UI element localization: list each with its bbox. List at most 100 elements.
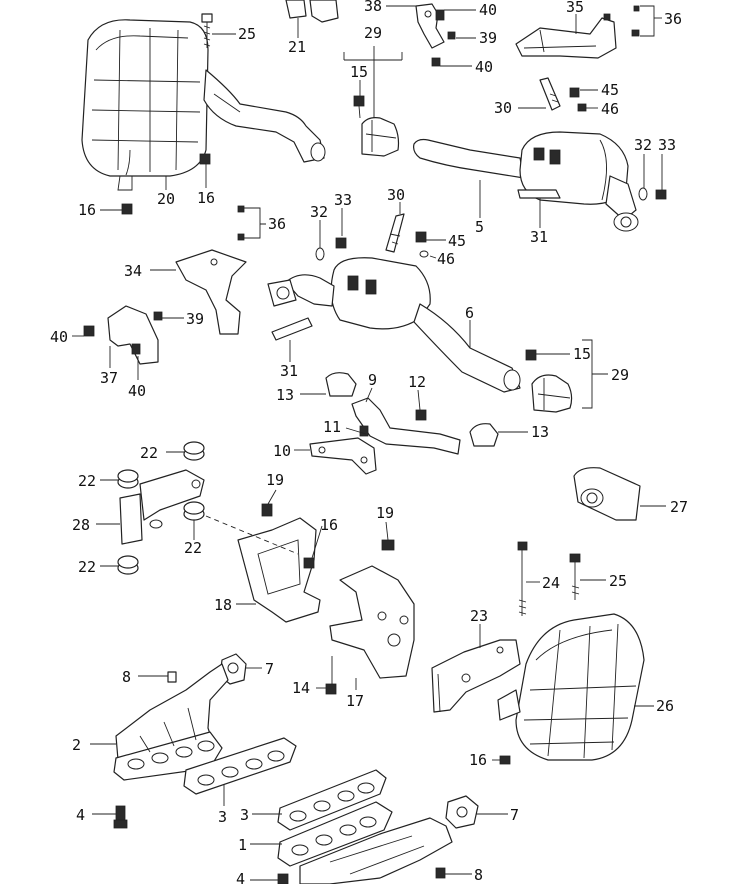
callout-33: 33 xyxy=(334,191,352,209)
callout-24: 24 xyxy=(542,574,560,592)
part-oxygen-sensor-30-lower xyxy=(385,213,429,258)
callout-20: 20 xyxy=(157,190,175,208)
callout-7: 7 xyxy=(265,660,274,678)
part-bolt-25-lower xyxy=(569,553,581,600)
part-stud-4-lower xyxy=(277,873,289,884)
callout-33: 33 xyxy=(658,136,676,154)
part-clamp-13-right xyxy=(469,423,499,447)
part-bracket-17 xyxy=(325,539,415,695)
callout-28: 28 xyxy=(72,516,90,534)
callout-35: 35 xyxy=(566,0,584,16)
assembly-line-22-18 xyxy=(205,515,299,555)
part-gasket-7-lower xyxy=(445,795,479,829)
callout-38: 38 xyxy=(364,0,382,15)
part-stud-4-upper xyxy=(113,805,128,829)
callout-4: 4 xyxy=(76,806,85,824)
callout-32: 32 xyxy=(634,136,652,154)
part-bracket-35 xyxy=(515,5,640,59)
part-gasket-3-lower xyxy=(277,769,387,831)
callout-7: 7 xyxy=(510,806,519,824)
callout-30: 30 xyxy=(387,186,405,204)
callout-8: 8 xyxy=(122,668,131,686)
part-catalytic-converter-upper xyxy=(519,131,639,232)
callout-5: 5 xyxy=(475,218,484,236)
part-nut-16-lower xyxy=(499,755,511,765)
part-muffler-pipe xyxy=(203,69,326,163)
callout-22: 22 xyxy=(140,444,158,462)
callout-15: 15 xyxy=(573,345,591,363)
part-bracket-34 xyxy=(175,205,247,335)
part-exhaust-manifold-1 xyxy=(277,801,453,884)
part-stud-8-lower xyxy=(435,867,446,879)
part-pipe-6 xyxy=(413,303,521,393)
part-rear-muffler-left xyxy=(81,19,209,191)
callout-1: 1 xyxy=(238,836,247,854)
callout-17: 17 xyxy=(346,692,364,710)
callout-46: 46 xyxy=(601,100,619,118)
callout-16: 16 xyxy=(320,516,338,534)
part-bracket-38 xyxy=(415,3,456,67)
callout-19: 19 xyxy=(266,471,284,489)
callout-34: 34 xyxy=(124,262,142,280)
callout-25: 25 xyxy=(238,25,256,43)
part-washer-nut-32-33-lower xyxy=(315,237,347,261)
callout-40: 40 xyxy=(50,328,68,346)
callout-8: 8 xyxy=(474,866,483,884)
leader-lines xyxy=(72,5,666,881)
part-bracket-37 xyxy=(83,305,163,365)
part-mount-28 xyxy=(119,469,205,545)
callout-32: 32 xyxy=(310,203,328,221)
callout-9: 9 xyxy=(368,371,377,389)
part-mount-21 xyxy=(285,0,339,23)
callout-16: 16 xyxy=(197,189,215,207)
callout-25: 25 xyxy=(609,572,627,590)
part-bolt-15-top xyxy=(353,95,365,119)
part-bushing-22-d xyxy=(117,555,139,575)
part-oxygen-sensor-31-top xyxy=(517,189,561,216)
callout-22: 22 xyxy=(184,539,202,557)
part-bolt-25-top xyxy=(201,13,213,48)
callout-15: 15 xyxy=(350,63,368,81)
callout-6: 6 xyxy=(465,304,474,322)
part-rear-muffler-right xyxy=(497,613,645,761)
callout-27: 27 xyxy=(670,498,688,516)
callout-39: 39 xyxy=(186,310,204,328)
callout-16: 16 xyxy=(78,201,96,219)
callout-30: 30 xyxy=(494,99,512,117)
callout-45: 45 xyxy=(601,81,619,99)
part-tailpipe-cover-27 xyxy=(573,467,641,521)
callout-46: 46 xyxy=(437,250,455,268)
callout-40: 40 xyxy=(479,1,497,19)
callout-2: 2 xyxy=(72,736,81,754)
callout-22: 22 xyxy=(78,472,96,490)
part-washer-nut-32-33-top xyxy=(638,187,667,201)
part-clamp-13-left xyxy=(325,372,357,397)
callout-14: 14 xyxy=(292,679,310,697)
part-bushing-22-a xyxy=(183,441,205,461)
part-clamp-29-top xyxy=(361,117,400,157)
part-stud-8-upper xyxy=(167,671,177,683)
part-hanger-bracket-10 xyxy=(309,425,377,475)
callout-39: 39 xyxy=(479,29,497,47)
part-bushing-22-c xyxy=(183,501,205,521)
part-oxygen-sensor-30-top xyxy=(539,77,587,112)
part-bracket-18 xyxy=(237,503,321,623)
part-bushing-22-b xyxy=(117,469,139,489)
callout-29: 29 xyxy=(611,366,629,384)
callout-40: 40 xyxy=(475,58,493,76)
callout-3: 3 xyxy=(240,806,249,824)
callout-16: 16 xyxy=(469,751,487,769)
callout-13: 13 xyxy=(276,386,294,404)
callout-numbers: 25 21 38 40 39 40 35 36 29 15 45 30 46 3… xyxy=(50,0,688,884)
part-bolt-24 xyxy=(517,541,528,616)
callout-26: 26 xyxy=(656,697,674,715)
callout-37: 37 xyxy=(100,369,118,387)
callout-18: 18 xyxy=(214,596,232,614)
part-catalytic-converter-lower xyxy=(267,257,431,330)
callout-29: 29 xyxy=(364,24,382,42)
callout-4: 4 xyxy=(236,870,245,884)
callout-31: 31 xyxy=(280,362,298,380)
callout-40: 40 xyxy=(128,382,146,400)
callout-31: 31 xyxy=(530,228,548,246)
